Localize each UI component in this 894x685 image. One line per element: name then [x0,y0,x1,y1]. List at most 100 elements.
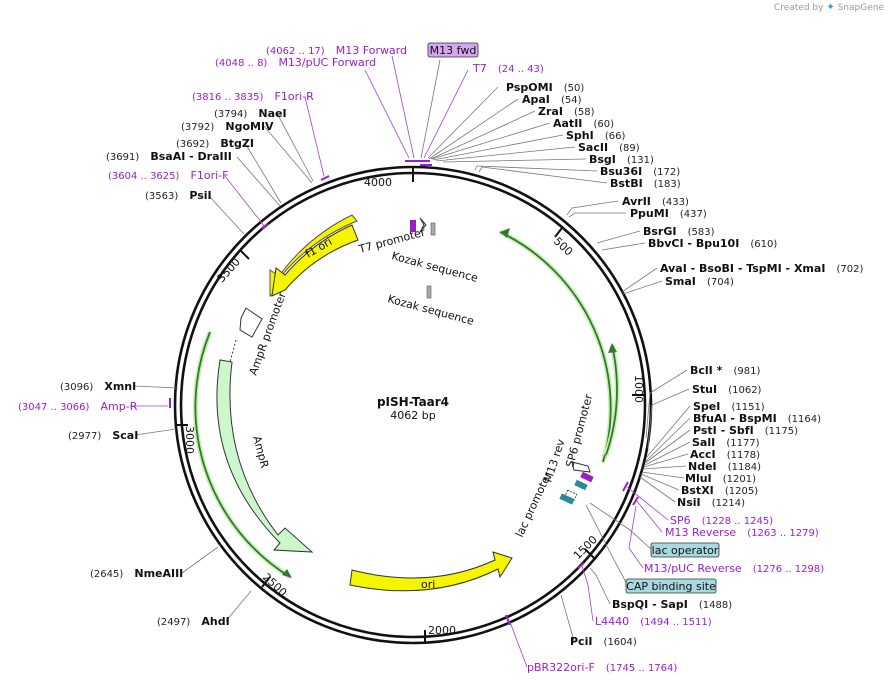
primer-marks [169,160,639,626]
ampr-label: AmpR [250,434,271,469]
cap-site-mark [559,493,575,505]
lac-operator-box-label: lac operator [652,544,719,557]
lac-operator-box[interactable]: lac operator [650,542,720,558]
ampr-promoter-arrow-icon [239,307,263,338]
leader-m13-fwd-box [420,59,441,159]
leader-psii [208,195,245,235]
site-bfuai-bspmi[interactable]: BfuAI - BspMI (1164) [693,407,821,426]
site-stui[interactable]: StuI (1062) [692,378,762,397]
site-avai-bsobi-tspmi-xmai[interactable]: AvaI - BsoBI - TspMI - XmaI (702) [660,257,864,276]
site-acci[interactable]: AccI (1178) [690,443,760,462]
site-bsaai-draiii[interactable]: (3691) BsaAI - DraIII [106,145,232,164]
left-sites: (2977) ScaI (3047 .. 3066) Amp-R (3096) … [18,85,314,443]
primer-sp6-mark [622,481,629,492]
feature-ampr-promoter[interactable]: AmpR promoter [239,290,289,377]
leader-bbvci [601,242,646,251]
site-psti-sbfi[interactable]: PstI - SbfI (1175) [693,419,798,438]
cap-site-box[interactable]: CAP binding site [625,578,717,594]
lac-promoter-label: lac promoter [513,470,555,540]
site-bsrgi[interactable]: BsrGI (583) [643,220,715,239]
site-bstbi[interactable]: BstBI (183) [610,172,681,191]
site-ndei[interactable]: NdeI (1184) [688,455,761,474]
site-nmeaiii[interactable]: (2645) NmeAIII [90,562,183,581]
leader-sali [644,441,691,466]
site-pcii[interactable]: PciI (1604) [570,630,637,649]
primer-l4440[interactable]: L4440 (1494 .. 1511) [595,610,712,629]
site-psii[interactable]: (3563) PsiI [145,184,212,203]
tick-label-4000: 4000 [364,176,392,189]
leader-bsu36i [474,165,598,172]
snapgene-logo-icon: ✦ [826,2,835,13]
ampr-orf-arc [194,331,291,578]
site-apai[interactable]: ApaI (54) [522,88,582,107]
site-ppumi[interactable]: PpuMI (437) [630,202,707,221]
right-primers: SP6 (1228 .. 1245) M13 Reverse (1263 .. … [625,509,824,594]
site-nsii[interactable]: NsiI (1214) [677,491,745,510]
site-sali[interactable]: SalI (1177) [692,431,760,450]
feature-ori[interactable]: ori [349,551,513,592]
site-sacii[interactable]: SacII (89) [578,136,640,155]
site-ahdi[interactable]: (2497) AhdI [157,610,230,629]
site-sphi[interactable]: SphI (66) [566,124,625,143]
leader-t7 [423,69,469,159]
site-btgzi[interactable]: (3692) BtgZI [176,132,254,151]
site-bsgi[interactable]: BsgI (131) [589,148,654,167]
primer-pbr322ori-f-mark [505,614,511,626]
primer-sp6[interactable]: SP6 (1228 .. 1245) [670,509,773,528]
feature-lac-region[interactable]: SP6 promoter M13 rev lac promoter [513,392,596,539]
top-primer-m13-forward[interactable]: (4062 .. 17) M13 Forward [266,39,407,58]
t7-primer-mark [410,220,416,232]
orf-arc-outer-arrow-icon [500,228,510,238]
site-mlui[interactable]: MluI (1201) [685,467,756,486]
kozak-label-1: Kozak sequence [390,249,479,285]
leader-ngomiv [263,125,313,184]
site-bspqi-sapi[interactable]: BspQI - SapI (1488) [612,593,732,612]
tick-3500 [239,249,250,260]
site-naei[interactable]: (3794) NaeI [214,102,287,121]
orf-arcs [192,228,620,580]
kozak-mark-1 [430,222,436,236]
leader-sacii [435,146,576,162]
m13-fwd-box-label: M13 fwd [430,44,477,57]
leader-m13-forward [391,55,415,159]
site-zrai[interactable]: ZraI (58) [538,100,595,119]
top-primer-t7[interactable]: T7 (24 .. 43) [472,57,544,76]
leader-pcii [560,594,575,642]
top-primer-m13-puc-forward[interactable]: (4048 .. 8) M13/pUC Forward [215,51,376,70]
site-ngomiv[interactable]: (3792) NgoMIV [181,115,274,134]
site-smai[interactable]: SmaI (704) [665,270,734,289]
feature-f1-ori[interactable]: f1 ori [269,214,359,297]
primer-pbr322ori-f[interactable]: pBR322ori-F (1745 .. 1764) [527,656,677,675]
m13-fwd-box[interactable]: M13 fwd [427,42,479,58]
site-bsu36i[interactable]: Bsu36I (172) [600,160,680,179]
site-bbvci-bpu10i[interactable]: BbvCI - Bpu10I (610) [648,232,777,251]
site-xmni[interactable]: (3096) XmnI [60,375,136,394]
site-avrii[interactable]: AvrII (433) [622,190,689,209]
leader-nmeaiii [181,546,219,574]
primer-m13-puc-reverse[interactable]: M13/pUC Reverse (1276 .. 1298) [644,557,824,576]
leader-l4440 [581,565,594,622]
site-aatii[interactable]: AatII (60) [553,112,614,131]
leader-avrii [566,200,619,216]
bottom-sites: BspQI - SapI (1488) L4440 (1494 .. 1511)… [90,562,732,675]
ampr-arrow [216,359,314,553]
primer-m13-reverse[interactable]: M13 Reverse (1263 .. 1279) [665,521,819,540]
feature-t7-region[interactable]: T7 promoter Kozak sequence Kozak sequenc… [356,217,480,328]
primer-amp-r[interactable]: (3047 .. 3066) Amp-R [18,395,138,414]
site-bstxi[interactable]: BstXI (1205) [681,479,758,498]
leader-f1ori-f [224,175,266,228]
primer-f1ori-r-mark [320,175,330,181]
primer-f1ori-r[interactable]: (3816 .. 3835) F1ori-R [192,85,314,104]
leader-m13-puc-reverse [628,505,644,569]
site-spei[interactable]: SpeI (1151) [693,395,765,414]
right-sites: PspOMI (50) ApaI (54) ZraI (58) AatII (6… [506,76,864,510]
primer-f1ori-f[interactable]: (3604 .. 3625) F1ori-F [108,164,228,183]
tick-label-500: 500 [551,235,575,259]
leader-bsrgi [596,230,641,244]
leader-lac-operator [589,502,652,550]
leader-ppumi [568,212,626,218]
site-pspomi[interactable]: PspOMI (50) [506,76,584,95]
site-bcli[interactable]: BclI * (981) [690,359,760,378]
site-scai[interactable]: (2977) ScaI [68,424,138,443]
